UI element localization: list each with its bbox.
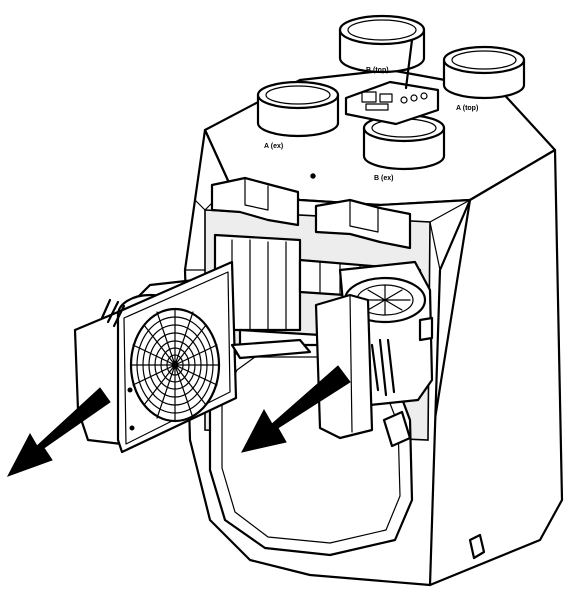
- handle-left: [210, 176, 300, 227]
- fan-right-plate: [314, 293, 374, 440]
- port-front: [362, 113, 446, 171]
- fan-module-left[interactable]: [73, 260, 312, 454]
- fan-module-right[interactable]: [314, 260, 434, 440]
- port-label-top: B (top): [366, 67, 389, 74]
- pull-out-arrow-icon: [241, 365, 351, 453]
- port-top: [338, 14, 426, 74]
- pull-out-arrow-right: [241, 365, 351, 453]
- control-panel: [344, 80, 440, 126]
- front-indicator-dot: [310, 173, 316, 179]
- port-left: [256, 80, 340, 138]
- handles: [210, 176, 412, 250]
- duct-ports: B (top) A (top) A (ex) B (ex): [256, 14, 526, 182]
- antenna: [404, 38, 414, 90]
- port-label-right: A (top): [456, 105, 478, 112]
- port-label-front: B (ex): [374, 175, 393, 182]
- fan-left-grille: [129, 307, 221, 423]
- port-label-left: A (ex): [264, 143, 283, 150]
- pull-out-arrow-icon: [6, 387, 111, 477]
- handle-right: [314, 198, 412, 250]
- pull-out-arrow-left: [6, 387, 111, 477]
- port-right: [442, 45, 526, 100]
